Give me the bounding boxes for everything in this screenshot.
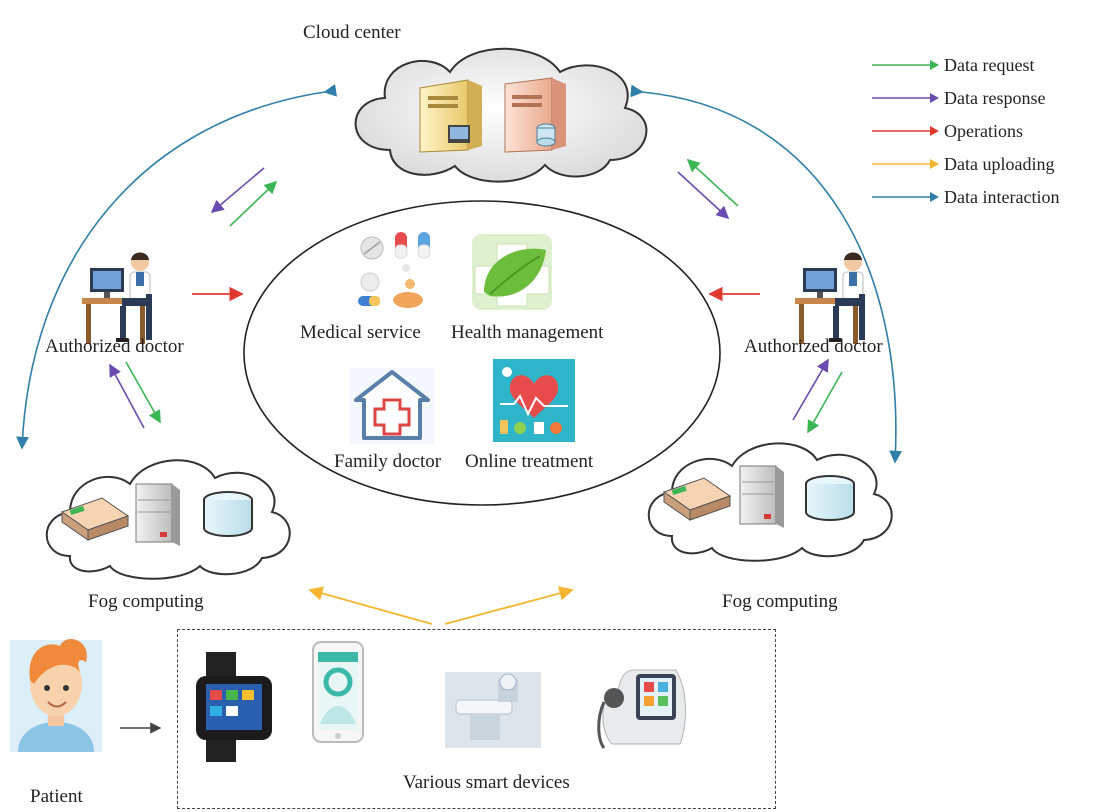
request-arrow-doctor-to-fog-left — [125, 361, 161, 424]
legend-label: Data response — [944, 87, 1046, 108]
database-icon-left — [203, 491, 253, 537]
server-yellow-icon — [419, 79, 482, 153]
cloud-center — [354, 47, 648, 183]
response-arrow-cloud-to-doctor-right — [677, 171, 730, 220]
router-icon-left — [60, 497, 130, 541]
fog-cloud-left — [45, 459, 291, 580]
request-arrow-doctor-to-cloud-right — [686, 158, 739, 207]
database-icon-right — [805, 475, 855, 521]
router-icon-right — [662, 477, 732, 521]
response-arrow-cloud-to-doctor-left — [210, 167, 265, 214]
server-pink-icon — [504, 77, 566, 153]
fog-cloud-right — [647, 442, 893, 562]
interaction-arc-right — [630, 84, 902, 464]
legend-item-data-request: Data request — [872, 54, 1034, 76]
services-ellipse — [243, 200, 721, 506]
uploading-arrow-left — [308, 586, 433, 625]
legend-label: Data uploading — [944, 153, 1055, 174]
authorized-doctor-label-right: Authorized doctor — [744, 336, 883, 357]
patient-icon — [10, 639, 102, 752]
uploading-arrow-right — [444, 586, 574, 625]
pills-icon — [358, 232, 431, 308]
fog-computing-label-left: Fog computing — [88, 591, 204, 612]
fog-server-icon-right — [739, 465, 784, 528]
legend-arrow-operations — [872, 126, 939, 136]
service-label-family-doctor: Family doctor — [334, 451, 442, 472]
patient-label: Patient — [30, 786, 83, 807]
smart-devices-label: Various smart devices — [403, 772, 570, 793]
online-treatment-icon — [493, 359, 575, 442]
legend-label: Data request — [944, 54, 1035, 75]
response-arrow-fog-to-doctor-left — [109, 363, 145, 429]
smart-devices-box — [177, 629, 776, 809]
request-arrow-doctor-to-fog-right — [807, 371, 843, 434]
legend-arrow-uploading — [872, 159, 939, 169]
medical-equipment-icon — [445, 672, 541, 748]
therapy-device-icon — [597, 669, 686, 749]
smartphone-icon — [312, 641, 364, 743]
request-arrow-doctor-to-cloud-left — [229, 180, 278, 227]
interaction-arc-left — [16, 83, 338, 450]
service-label-medical: Medical service — [300, 322, 421, 343]
legend-item-data-uploading: Data uploading — [872, 153, 1054, 175]
fog-computing-label-right: Fog computing — [722, 591, 838, 612]
legend-arrow-request — [872, 60, 939, 70]
fog-server-icon-left — [135, 483, 180, 546]
legend-item-data-response: Data response — [872, 87, 1045, 109]
doctor-icon-right — [795, 252, 865, 344]
legend-label: Data interaction — [944, 186, 1060, 207]
legend-item-operations: Operations — [872, 120, 1023, 142]
legend-label: Operations — [944, 120, 1023, 141]
doctor-icon-left — [82, 252, 152, 344]
family-doctor-icon — [350, 368, 434, 444]
authorized-doctor-label-left: Authorized doctor — [45, 336, 184, 357]
legend-arrow-response — [872, 93, 939, 103]
service-label-health: Health management — [451, 322, 604, 343]
health-management-icon — [472, 234, 552, 310]
legend-item-data-interaction: Data interaction — [872, 186, 1059, 208]
response-arrow-fog-to-doctor-right — [792, 358, 829, 421]
smartwatch-icon — [196, 652, 272, 762]
cloud-center-label: Cloud center — [303, 22, 401, 43]
service-label-online-treatment: Online treatment — [465, 451, 594, 472]
legend-arrow-interaction — [872, 192, 939, 202]
